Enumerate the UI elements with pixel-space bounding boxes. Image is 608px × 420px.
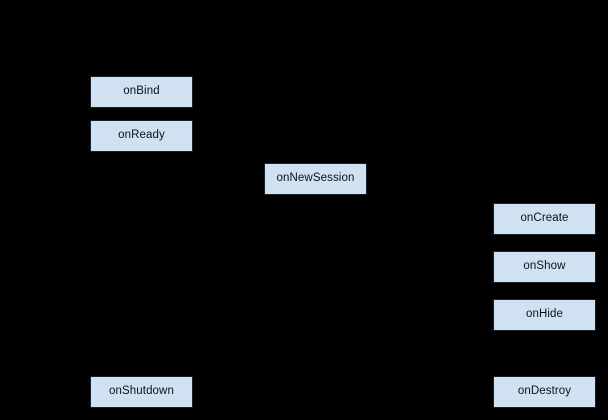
node-label-on-shutdown: onShutdown bbox=[109, 385, 174, 398]
node-label-on-create: onCreate bbox=[520, 212, 569, 225]
node-on-new-session[interactable]: onNewSession bbox=[264, 163, 367, 195]
node-on-hide[interactable]: onHide bbox=[493, 299, 596, 331]
node-label-on-hide: onHide bbox=[525, 308, 564, 321]
node-on-show[interactable]: onShow bbox=[493, 251, 596, 283]
node-on-create[interactable]: onCreate bbox=[493, 203, 596, 235]
node-label-on-destroy: onDestroy bbox=[517, 385, 572, 398]
node-label-on-show: onShow bbox=[523, 260, 566, 273]
node-on-ready[interactable]: onReady bbox=[90, 120, 193, 152]
node-label-on-new-session: onNewSession bbox=[276, 172, 355, 185]
node-label-on-bind: onBind bbox=[123, 85, 160, 98]
node-on-shutdown[interactable]: onShutdown bbox=[90, 376, 193, 408]
node-on-bind[interactable]: onBind bbox=[90, 76, 193, 108]
node-on-destroy[interactable]: onDestroy bbox=[493, 376, 596, 408]
node-label-on-ready: onReady bbox=[118, 129, 165, 142]
